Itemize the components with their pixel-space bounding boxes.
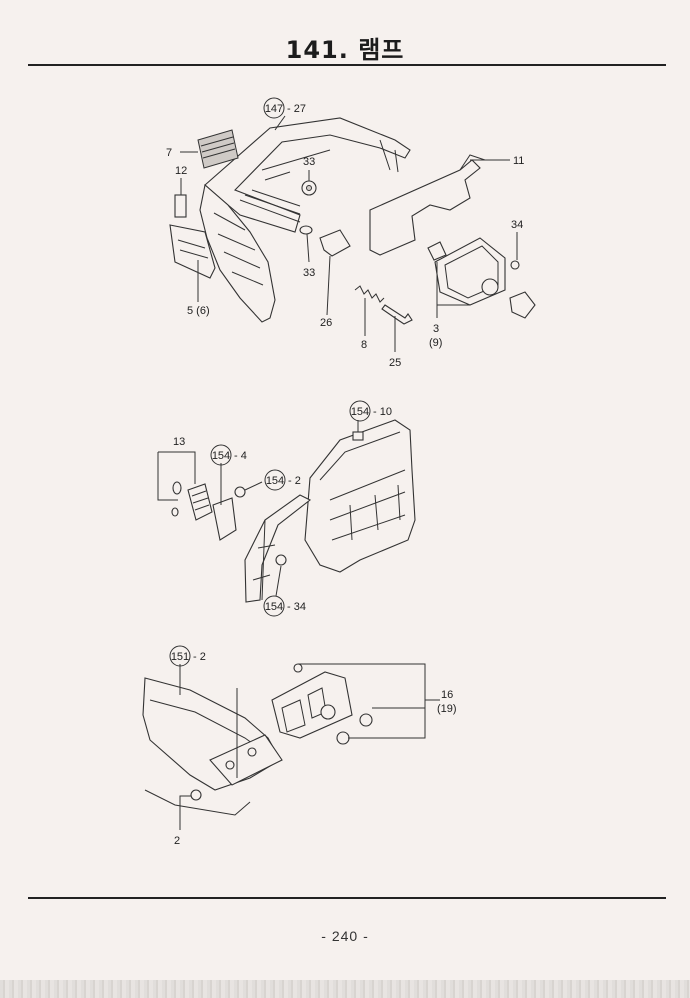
callout-154-4-suffix: - 4 <box>234 450 247 462</box>
callout-154-2-suffix: - 2 <box>288 475 301 487</box>
lamp-bracket-4 <box>212 497 237 541</box>
callout-151-2: 151 <box>171 651 189 663</box>
callout-8: 8 <box>361 339 367 351</box>
callout-7: 7 <box>166 147 172 159</box>
callout-33-upper: 33 <box>303 156 315 168</box>
callout-12: 12 <box>175 165 187 177</box>
callout-154-34-suffix: - 34 <box>287 601 306 613</box>
side-bulb-1 <box>359 713 373 727</box>
side-cover <box>169 224 216 279</box>
callout-2: 2 <box>174 835 180 847</box>
callout-147-suffix: - 27 <box>287 103 306 115</box>
nut-154-2 <box>234 486 246 498</box>
callout-3: 3 <box>433 323 439 335</box>
fender-panel <box>304 419 416 573</box>
frame-beam <box>142 677 281 791</box>
callout-26: 26 <box>320 317 332 329</box>
callout-16: 16 <box>441 689 453 701</box>
scan-edge <box>0 980 690 998</box>
callout-154-10-suffix: - 10 <box>373 406 392 418</box>
footer-rule <box>28 897 666 899</box>
callout-16-alt: (19) <box>437 703 457 715</box>
callout-25: 25 <box>389 357 401 369</box>
bracket-26 <box>319 229 351 257</box>
callout-154-10: 154 <box>351 406 369 418</box>
callout-154-34: 154 <box>265 601 283 613</box>
bolt-25 <box>381 304 413 325</box>
callout-33-lower: 33 <box>303 267 315 279</box>
screw-34 <box>510 260 520 270</box>
tail-lamp-housing <box>187 483 213 521</box>
hood-frame <box>204 117 411 233</box>
callout-11: 11 <box>513 155 524 167</box>
figure-tail-lamp-assembly: 154 - 10 13 154 - 4 154 - 2 154 - 34 <box>157 400 416 617</box>
callout-154-4: 154 <box>212 450 230 462</box>
adjust-knob <box>509 291 536 319</box>
page-title: 141. 램프 <box>285 36 405 64</box>
side-lamp-housing <box>271 671 353 739</box>
callout-13: 13 <box>173 436 185 448</box>
figure-side-lamp-assembly: 151 - 2 16 (19) 2 <box>142 645 457 847</box>
callout-5: 5 (6) <box>187 305 210 317</box>
lamp-mount-bracket <box>209 734 283 786</box>
callout-34: 34 <box>511 219 523 231</box>
rail-arm <box>244 494 312 603</box>
bolt-154-34 <box>275 554 287 566</box>
spring-8 <box>354 285 385 303</box>
callout-147: 147 <box>265 103 283 115</box>
grille-plate <box>197 129 239 169</box>
header-rule <box>28 64 666 66</box>
washer-33-lower <box>299 225 313 235</box>
side-bulb-2 <box>336 731 350 745</box>
lamp-bracket <box>369 159 481 256</box>
page-number: - 240 - <box>321 928 369 944</box>
nut-2 <box>190 789 202 801</box>
figure-headlamp-assembly: 147 - 27 7 12 5 (6) 33 33 26 8 25 11 34 … <box>166 97 536 369</box>
top-bolt <box>293 663 303 673</box>
bulb <box>427 241 447 261</box>
callout-3-alt: (9) <box>429 337 442 349</box>
label-plate <box>174 194 187 218</box>
callout-154-2: 154 <box>266 475 284 487</box>
tail-bulb-2 <box>171 507 179 517</box>
tail-bulb-1 <box>172 481 182 495</box>
callout-151-2-suffix: - 2 <box>193 651 206 663</box>
